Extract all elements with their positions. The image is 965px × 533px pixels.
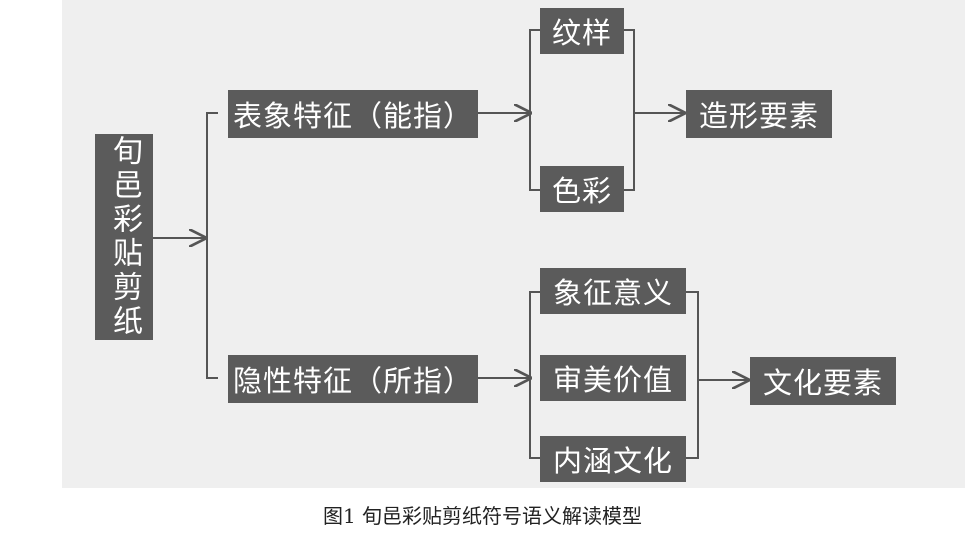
upper-branch-node: 表象特征（能指） — [228, 90, 478, 138]
figure-caption: 图1 旬邑彩贴剪纸符号语义解读模型 — [322, 504, 643, 528]
lower-result-node: 文化要素 — [750, 357, 896, 405]
lower-items-left-bracket — [529, 291, 540, 459]
upper-items-left-bracket — [529, 29, 540, 191]
lower-item-node: 审美价值 — [540, 355, 686, 401]
upper-item-node: 纹样 — [540, 8, 624, 54]
upper-item-node: 色彩 — [540, 166, 624, 212]
lower-item-node: 内涵文化 — [540, 436, 686, 482]
lower-item-node: 象征意义 — [540, 268, 686, 314]
diagram-panel — [62, 0, 965, 488]
root-fork-bracket — [206, 112, 218, 379]
upper-result-node: 造形要素 — [686, 90, 832, 138]
lower-items-right-bracket — [686, 291, 699, 459]
root-node: 旬邑彩贴剪纸 — [95, 134, 153, 340]
lower-branch-node: 隐性特征（所指） — [228, 355, 478, 403]
upper-items-right-bracket — [624, 29, 635, 191]
